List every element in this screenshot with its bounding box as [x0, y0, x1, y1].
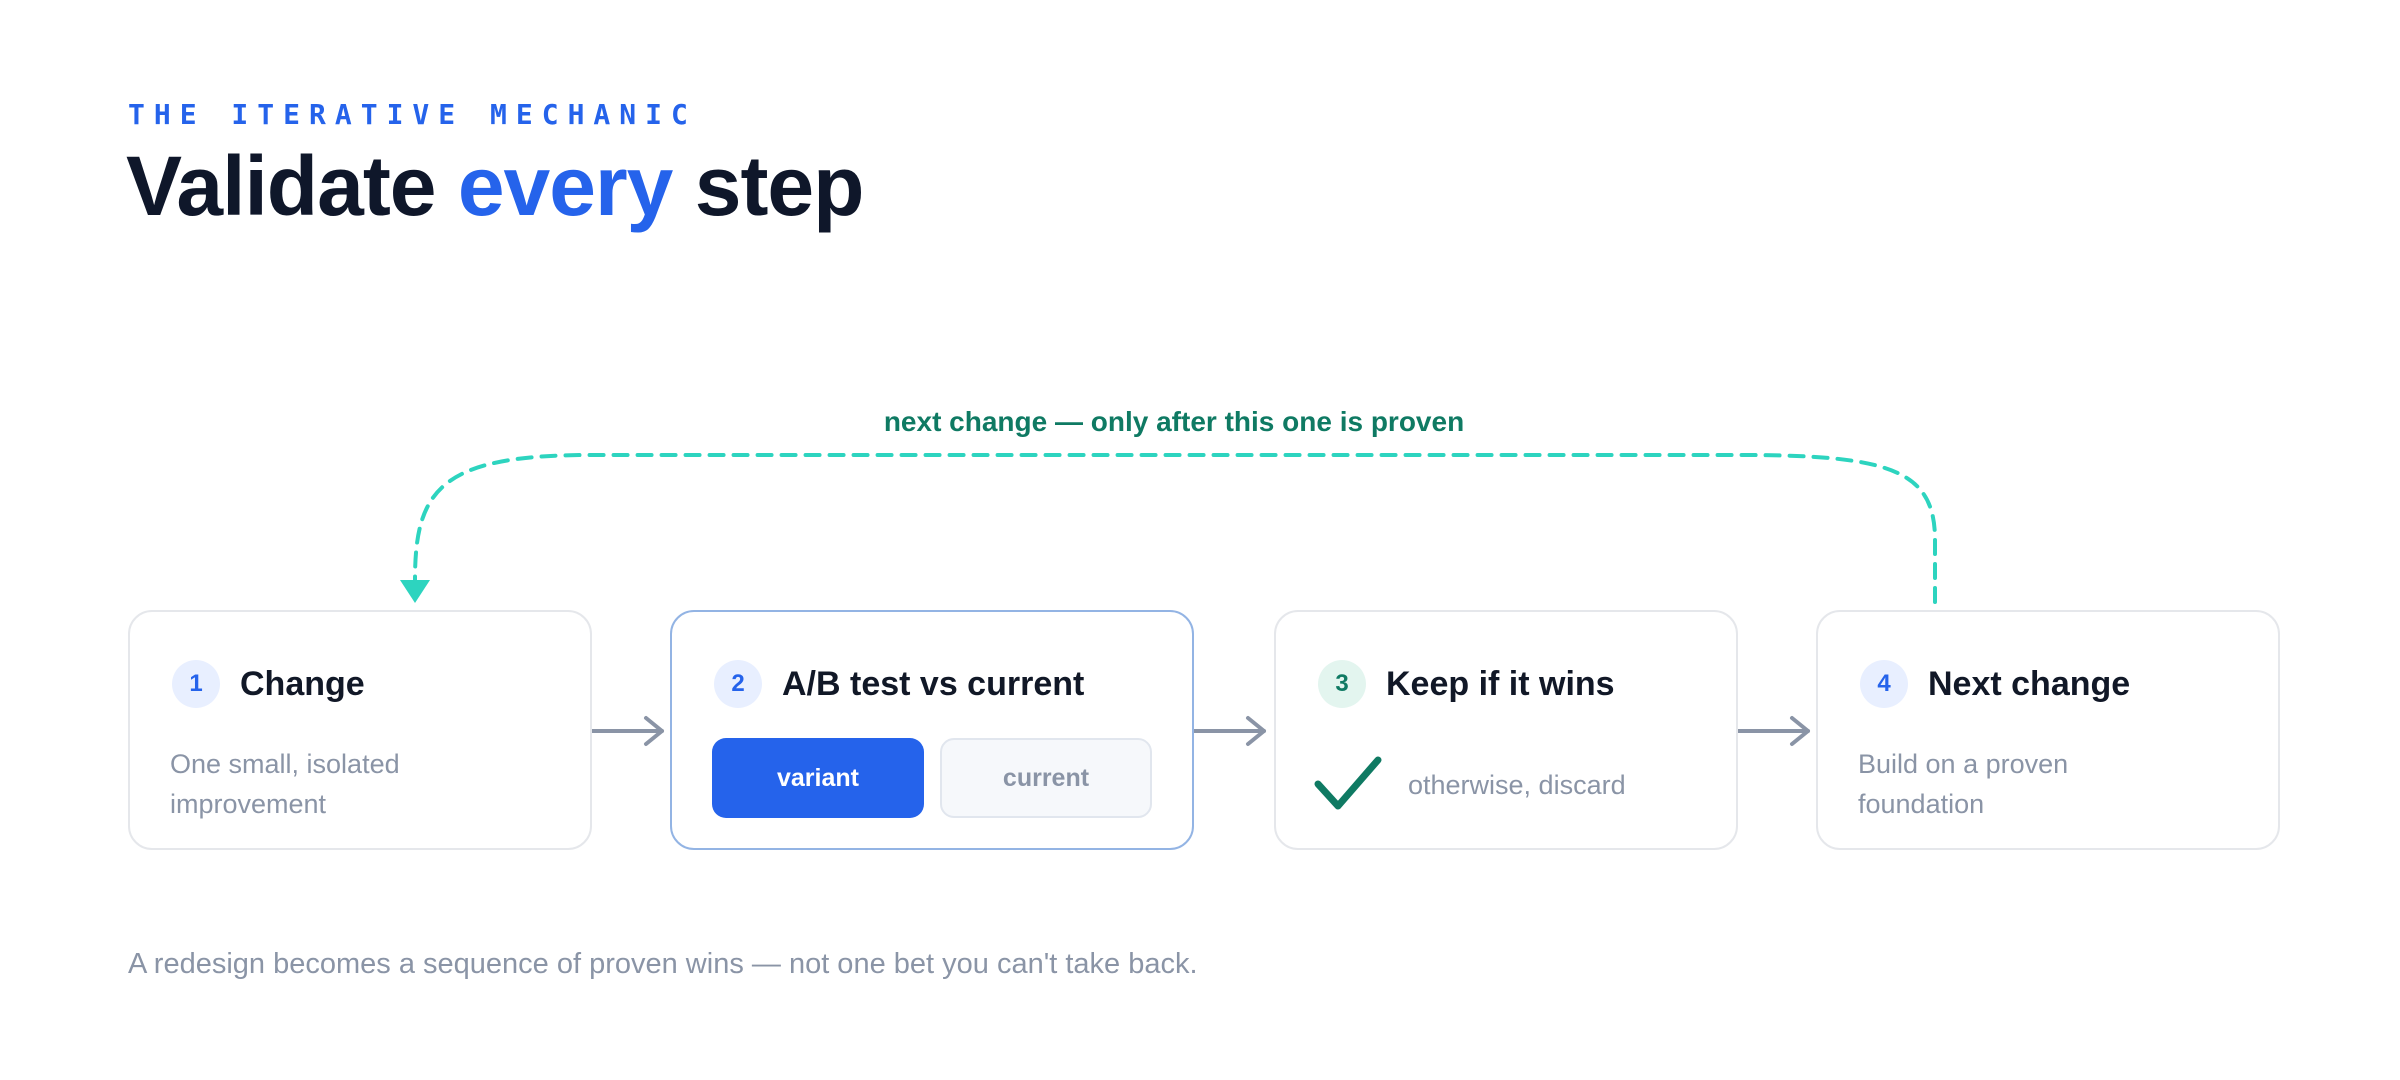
- step-description: One small, isolated improvement: [170, 749, 400, 819]
- step-description: Build on a proven foundation: [1858, 749, 2069, 819]
- footnote: A redesign becomes a sequence of proven …: [128, 948, 1198, 980]
- arrow-down-icon: [400, 580, 430, 603]
- loop-back-path: [413, 453, 1937, 604]
- arrow-right-icon: [1192, 716, 1266, 746]
- step-number-badge: 4: [1860, 660, 1908, 708]
- step-card-ab-test: 2 A/B test vs current variant current: [670, 610, 1194, 850]
- step-card-next-change: 4 Next change Build on a proven foundati…: [1816, 610, 2280, 850]
- step-title: Keep if it wins: [1386, 664, 1615, 703]
- step-title: Change: [240, 664, 365, 703]
- step-header: 4 Next change: [1860, 660, 2130, 708]
- check-icon: [1314, 756, 1382, 810]
- arrow-right-icon: [590, 716, 664, 746]
- step-header: 1 Change: [172, 660, 365, 708]
- page-title: Validate every step: [126, 138, 865, 235]
- title-accent: every: [457, 139, 674, 233]
- step-title: Next change: [1928, 664, 2131, 703]
- eyebrow-label: THE ITERATIVE MECHANIC: [128, 98, 697, 131]
- arrow-right-icon: [1736, 716, 1810, 746]
- step-card-change: 1 Change One small, isolated improvement: [128, 610, 592, 850]
- step-number-badge: 1: [172, 660, 220, 708]
- loop-label: next change — only after this one is pro…: [883, 406, 1465, 437]
- step-title: A/B test vs current: [782, 664, 1085, 703]
- title-part-2: step: [672, 139, 865, 233]
- title-part-1: Validate: [126, 139, 458, 233]
- step-number-badge: 2: [714, 660, 762, 708]
- current-button[interactable]: current: [940, 738, 1152, 818]
- step-header: 3 Keep if it wins: [1318, 660, 1615, 708]
- discard-note: otherwise, discard: [1408, 770, 1626, 800]
- step-card-keep: 3 Keep if it wins otherwise, discard: [1274, 610, 1738, 850]
- step-number-badge: 3: [1318, 660, 1366, 708]
- variant-button[interactable]: variant: [712, 738, 924, 818]
- step-header: 2 A/B test vs current: [714, 660, 1084, 708]
